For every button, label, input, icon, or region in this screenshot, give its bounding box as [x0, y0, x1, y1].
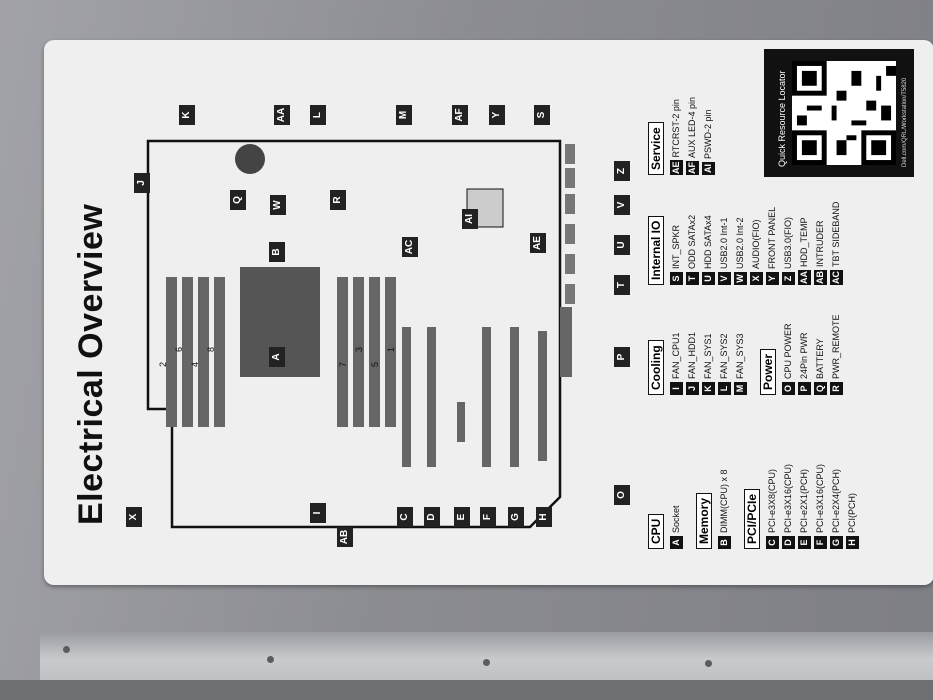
callout-t: T [614, 275, 630, 295]
dimm-number: 2 [158, 361, 168, 367]
legend-item: UHDD SATAx4 [702, 215, 715, 285]
legend-item: HPCI(PCH) [846, 493, 859, 549]
dimm-number: 8 [206, 346, 216, 352]
legend-item: ABINTRUDER [814, 220, 827, 285]
callout-x: X [126, 507, 142, 527]
electrical-overview-label: Electrical Overview [44, 40, 933, 585]
callout-q: Q [230, 190, 246, 210]
callout-ab: AB [337, 527, 353, 547]
label-title: Electrical Overview [72, 203, 110, 525]
legend-item: AAHDD_TEMP [798, 217, 811, 285]
qr-caption: Quick Resource Locator [777, 70, 787, 167]
chassis-edge [0, 680, 933, 700]
screw [267, 656, 274, 663]
legend-item: SINT_SPKR [670, 225, 683, 285]
callout-g: G [508, 507, 524, 527]
legend-item: RPWR_REMOTE [830, 314, 843, 395]
callout-ac: AC [402, 237, 418, 257]
legend-item: ASocket [670, 505, 683, 549]
legend-item: KFAN_SYS1 [702, 333, 715, 395]
legend-item: FPCI-e3X16(CPU) [814, 464, 827, 549]
atx-power [560, 307, 572, 377]
section-memory: Memory [696, 492, 712, 549]
dimm-number: 4 [190, 361, 200, 367]
dimm-number: 7 [338, 361, 348, 367]
sata-connectors [565, 144, 575, 304]
dimm-slots-right [337, 277, 396, 427]
legend-item: DPCI-e3X16(CPU) [782, 464, 795, 549]
callout-p: P [614, 347, 630, 367]
dimm-number: 1 [386, 346, 396, 352]
callout-c: C [397, 507, 413, 527]
legend-item: JFAN_HDD1 [686, 332, 699, 395]
callout-o: O [614, 485, 630, 505]
label-content: Electrical Overview [44, 40, 933, 585]
callout-z: Z [614, 161, 630, 181]
legend-item: P24Pin PWR [798, 332, 811, 395]
section-pci: PCI/PCIe [744, 488, 760, 549]
legend-item: ZUSB3.0(FIO) [782, 217, 795, 285]
legend-item: LFAN_SYS2 [718, 333, 731, 395]
callout-d: D [424, 507, 440, 527]
legend-item: BDIMM(CPU) x 8 [718, 470, 731, 549]
legend-item: YFRONT PANEL [766, 207, 779, 285]
legend-item: CPCI-e3X8(CPU) [766, 469, 779, 549]
callout-k: K [179, 105, 195, 125]
callout-f: F [480, 507, 496, 527]
screw [483, 659, 490, 666]
callout-w: W [270, 195, 286, 215]
legend-item: VUSB2.0 Int-1 [718, 217, 731, 285]
legend-item: QBATTERY [814, 338, 827, 395]
section-power: Power [760, 348, 776, 395]
callout-ai: AI [462, 209, 478, 229]
dimm-slots-left [166, 277, 225, 427]
legend-item: GPCI-e2X4(PCH) [830, 469, 843, 549]
pci-slots [402, 327, 547, 467]
dimm-number: 6 [174, 346, 184, 352]
legend-item: TODD SATAx2 [686, 215, 699, 285]
legend-item: AERTCRST-2 pin [670, 99, 683, 175]
qr-code-icon [792, 61, 896, 165]
screw [63, 646, 70, 653]
section-service: Service [648, 122, 664, 175]
section-cpu: CPU [648, 513, 664, 549]
callout-e: E [454, 507, 470, 527]
dimm-number: 3 [354, 346, 364, 352]
section-internal-io: Internal IO [648, 215, 664, 285]
callout-i: I [310, 503, 326, 523]
callout-m: M [396, 105, 412, 125]
battery [235, 144, 265, 174]
legend-item: AIPSWD-2 pin [702, 109, 715, 175]
callout-v: V [614, 195, 630, 215]
callout-u: U [614, 235, 630, 255]
legend-item: XAUDIO(FIO) [750, 220, 763, 285]
qr-url: Dell.com/QRL/Workstation/T5820 [902, 77, 908, 167]
legend-item: ACTBT SIDEBAND [830, 201, 843, 285]
callout-j: J [134, 173, 150, 193]
legend-item: IFAN_CPU1 [670, 332, 683, 395]
callout-r: R [330, 190, 346, 210]
callout-s: S [534, 105, 550, 125]
callout-a: A [269, 347, 285, 367]
screw [705, 660, 712, 667]
callout-h: H [536, 507, 552, 527]
motherboard-diagram [146, 139, 575, 529]
legend-item: MFAN_SYS3 [734, 333, 747, 395]
legend-item: AFAUX LED-4 pin [686, 96, 699, 175]
callout-y: Y [489, 105, 505, 125]
callout-aa: AA [274, 105, 290, 125]
callout-af: AF [452, 105, 468, 125]
cpu-socket [240, 267, 320, 377]
section-cooling: Cooling [648, 340, 664, 395]
callout-b: B [269, 242, 285, 262]
callout-ae: AE [530, 233, 546, 253]
callout-l: L [310, 105, 326, 125]
legend-item: EPCI-e2X1(PCH) [798, 469, 811, 549]
dimm-number: 5 [370, 361, 380, 367]
legend-item: OCPU POWER [782, 323, 795, 395]
legend-item: WUSB2.0 Int-2 [734, 217, 747, 285]
